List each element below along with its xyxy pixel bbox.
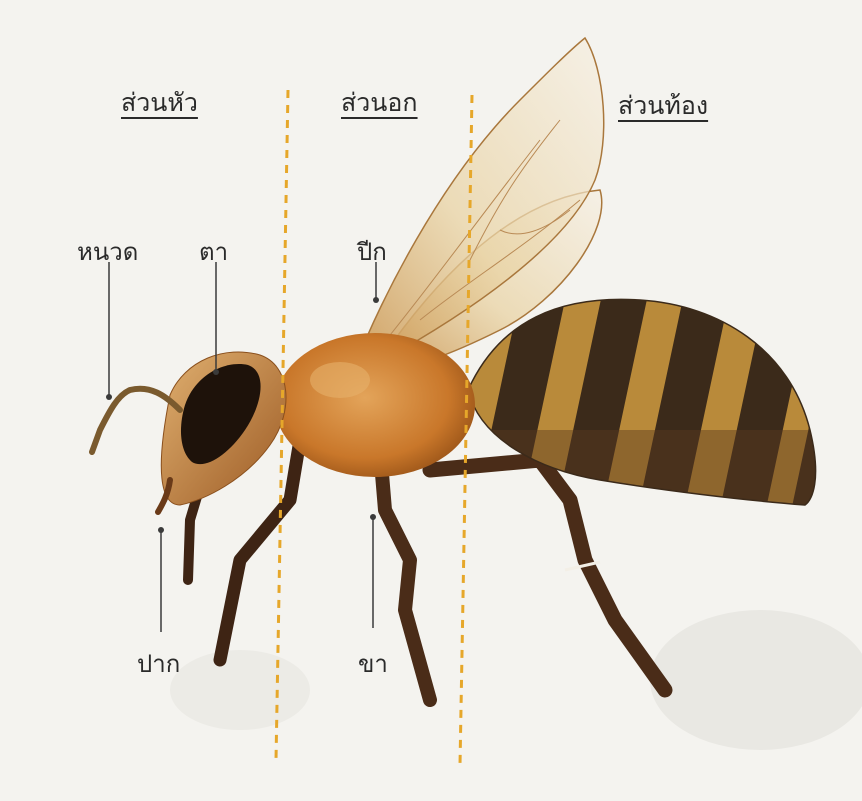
background-shadow — [650, 610, 862, 750]
label-eye: ตา — [199, 232, 228, 271]
label-leg: ขา — [358, 644, 388, 683]
label-wing: ปีก — [357, 232, 387, 271]
thorax-highlight — [310, 362, 370, 398]
section-title-head: ส่วนหัว — [121, 83, 198, 123]
section-title-thorax: ส่วนอก — [341, 83, 418, 123]
label-antenna: หนวด — [77, 232, 138, 271]
label-mouth: ปาก — [137, 644, 180, 683]
thorax — [275, 333, 475, 477]
background-shadow — [170, 650, 310, 730]
section-title-abdomen: ส่วนท้อง — [618, 86, 708, 126]
